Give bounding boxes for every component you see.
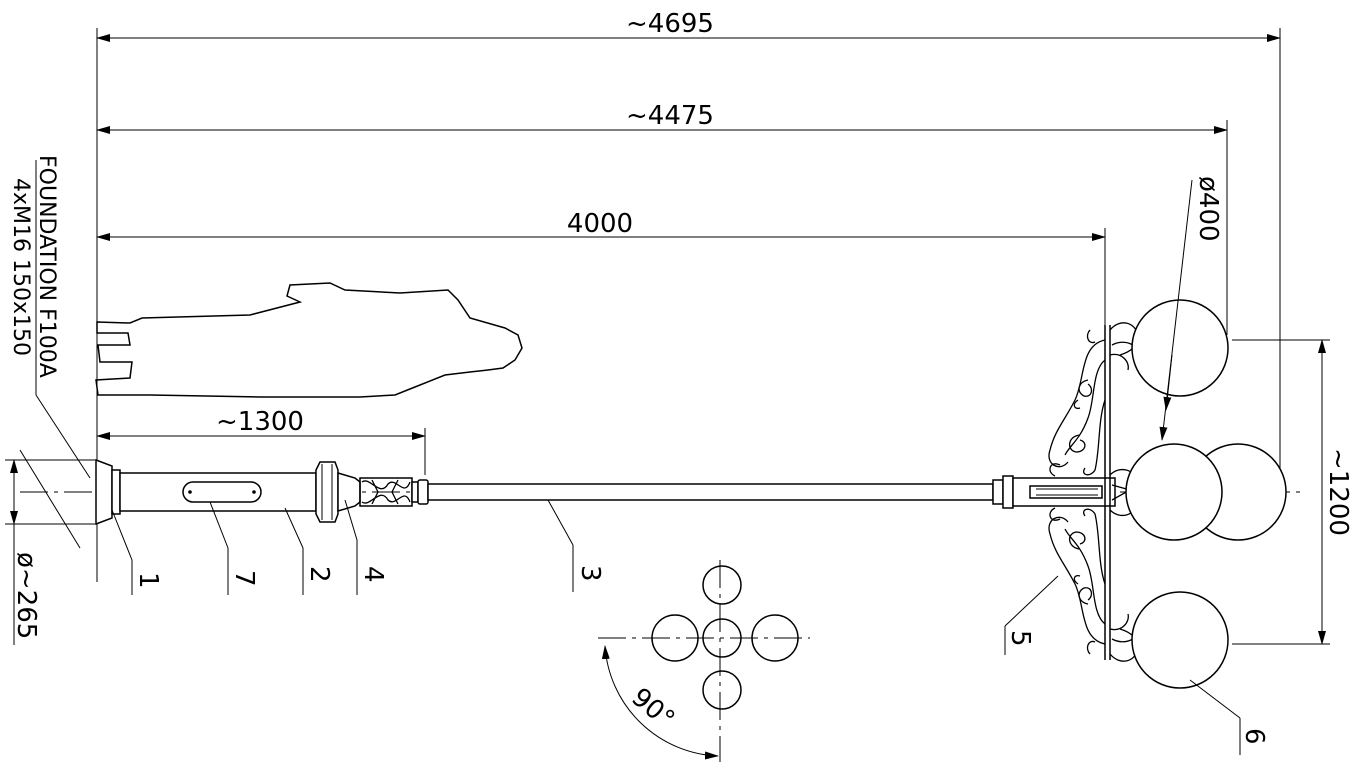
main-arm <box>427 483 994 501</box>
base-tube <box>119 472 317 512</box>
dim-text-head: ~4475 <box>626 101 714 131</box>
dimension-overall-total: ~4695 <box>96 9 1281 582</box>
dim-text-total: ~4695 <box>626 9 714 39</box>
globe-top <box>1131 299 1229 397</box>
dimension-globe-diameter: ø400 <box>1159 176 1223 441</box>
svg-text:2: 2 <box>304 566 334 583</box>
callout-1: 1 <box>111 509 163 595</box>
svg-text:1: 1 <box>133 572 163 589</box>
top-view: 90° <box>598 560 810 762</box>
callout-7: 7 <box>209 501 259 595</box>
dimension-base: ~1300 <box>96 407 426 475</box>
dimension-overall-head: ~4475 <box>96 101 1228 335</box>
foundation-line1: FOUNDATION F100A <box>34 155 59 378</box>
dimension-globe-spacing: ~1200 <box>1232 339 1353 645</box>
svg-text:6: 6 <box>1239 728 1269 745</box>
callout-4: 4 <box>344 499 388 595</box>
collar <box>315 461 339 523</box>
callout-2: 2 <box>284 507 334 595</box>
globe-front <box>1125 443 1223 541</box>
svg-text:3: 3 <box>575 565 605 582</box>
globes <box>1125 299 1287 689</box>
dim-text-angle: 90° <box>626 682 681 735</box>
svg-text:4: 4 <box>358 566 388 583</box>
callout-3: 3 <box>547 499 605 592</box>
dim-text-globe: ø400 <box>1193 176 1223 242</box>
head-ornament <box>1048 322 1141 662</box>
foundation-line2: 4xM16 150x150 <box>8 178 33 356</box>
dim-text-pole: ø~265 <box>11 552 41 639</box>
pole-assembly <box>95 458 1116 526</box>
dim-text-base: ~1300 <box>216 407 304 437</box>
foundation-note: FOUNDATION F100A 4xM16 150x150 <box>8 155 91 479</box>
dim-text-arm: 4000 <box>567 209 633 239</box>
svg-text:7: 7 <box>229 570 259 587</box>
dim-text-spacing: ~1200 <box>1323 448 1353 536</box>
callout-6: 6 <box>1189 679 1269 755</box>
person-silhouette <box>95 282 523 398</box>
svg-text:5: 5 <box>1005 630 1035 647</box>
callout-5: 5 <box>1004 575 1059 655</box>
head-hub <box>1012 477 1116 507</box>
inspection-door <box>182 481 262 503</box>
globe-bottom <box>1131 591 1229 689</box>
dimension-pole-diameter: ø~265 <box>5 449 95 645</box>
dimension-arm-length: 4000 <box>96 209 1106 325</box>
base-flange <box>95 458 113 526</box>
